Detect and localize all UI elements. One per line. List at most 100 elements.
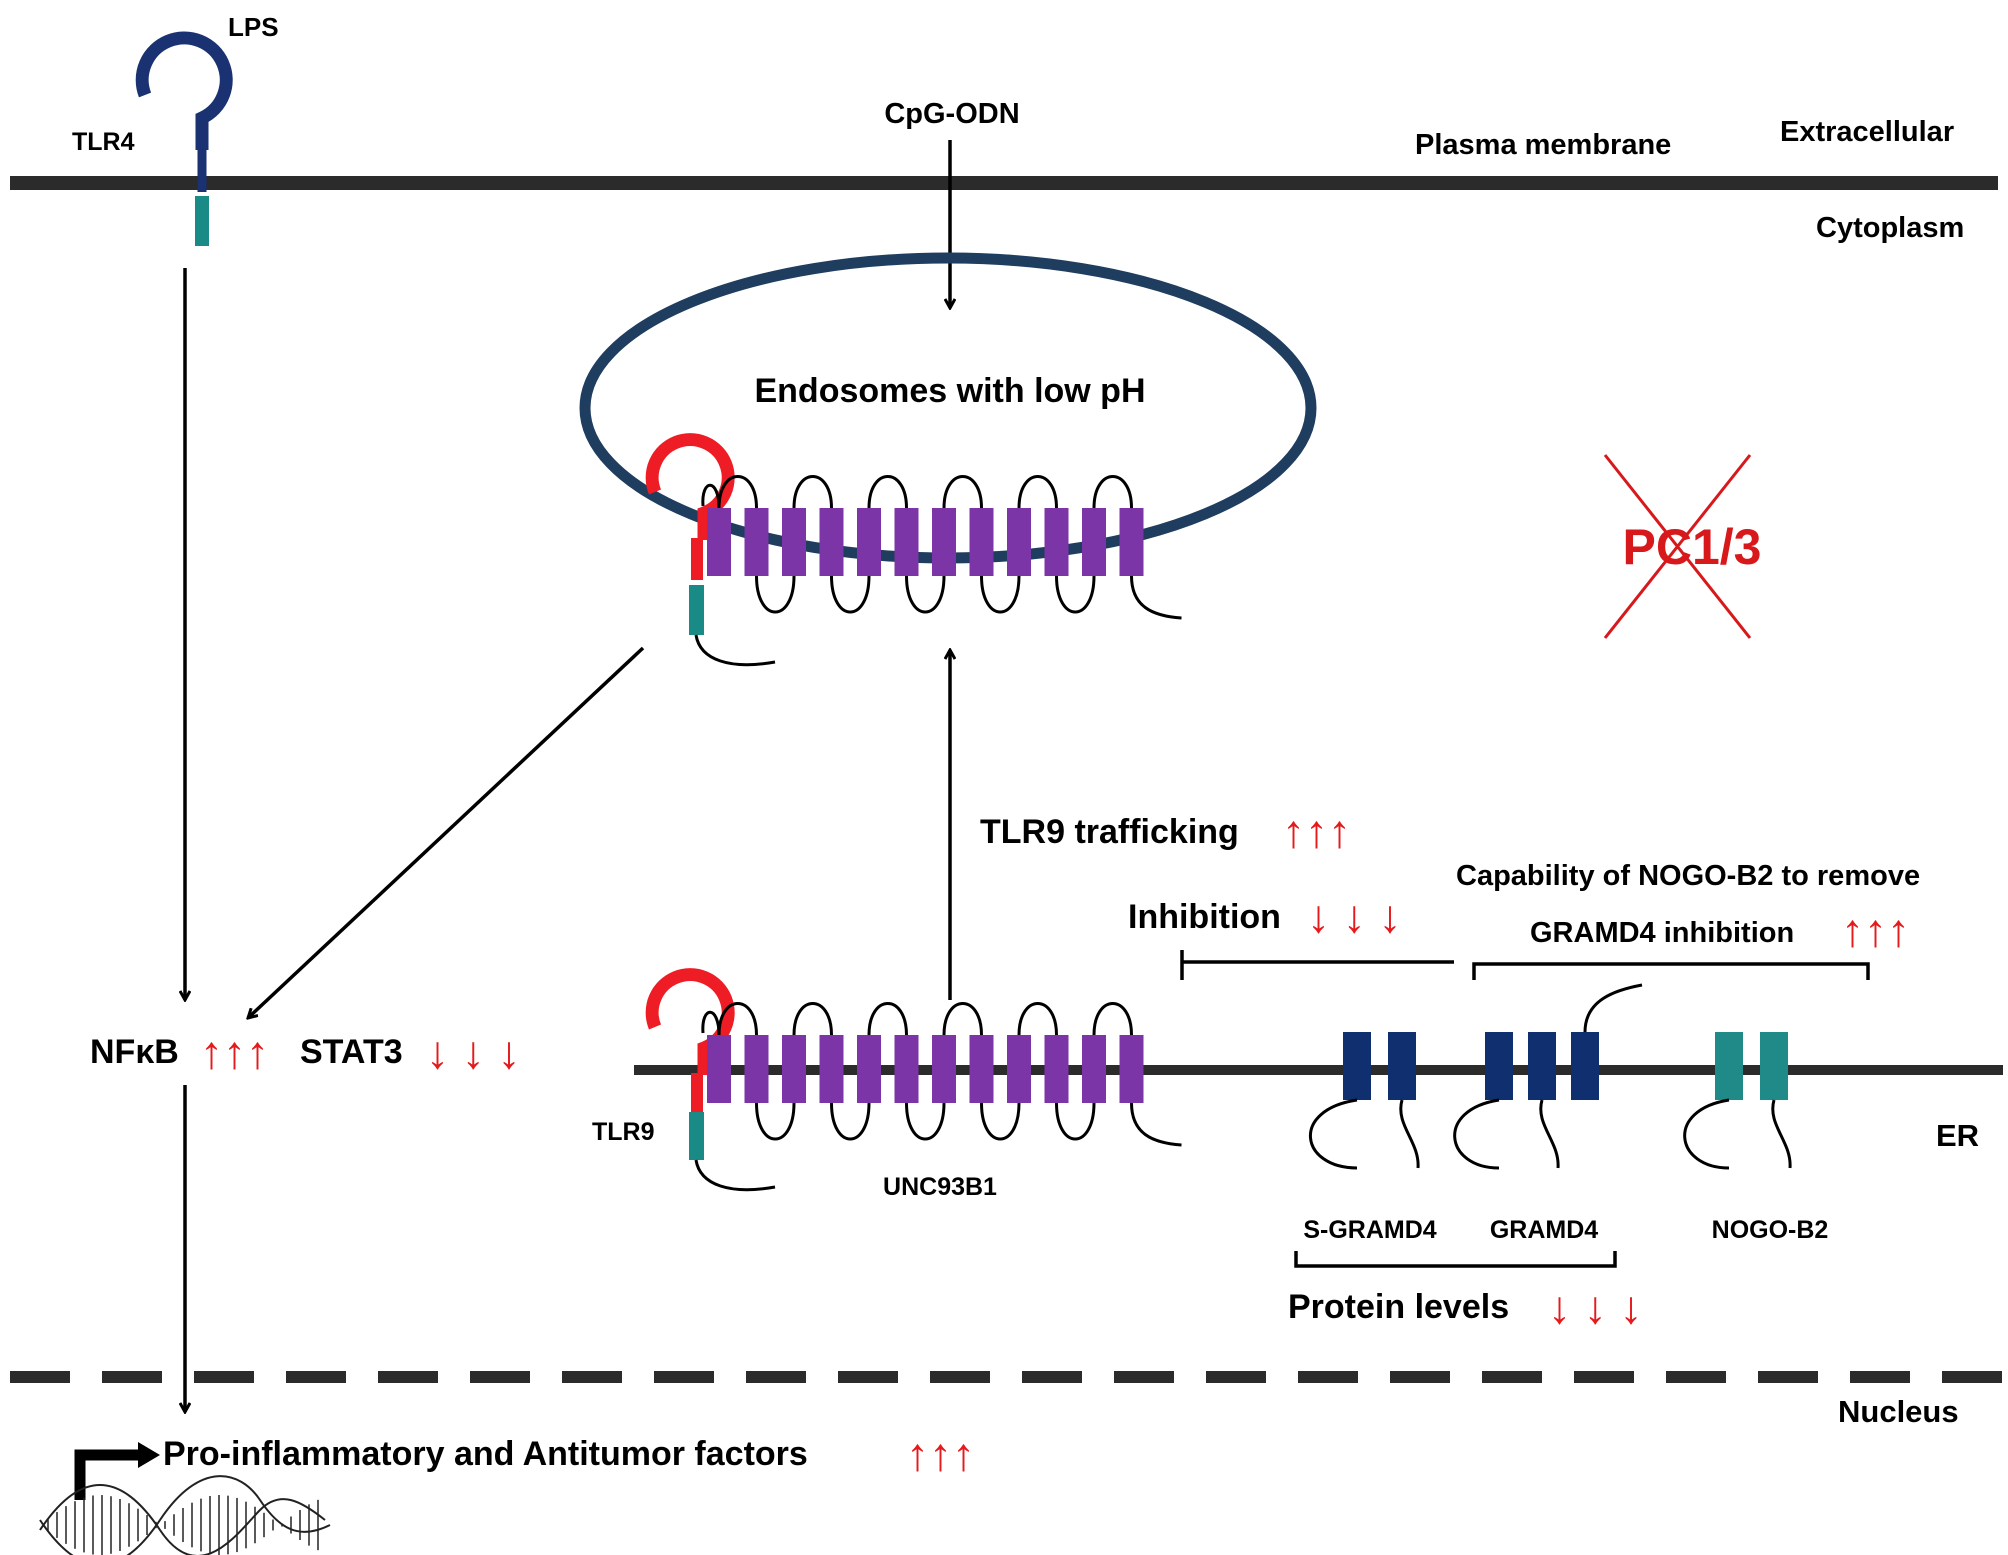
unc93b1-endosomal-tm-domain bbox=[894, 508, 919, 576]
unc93b1-endosomal-tm-domain bbox=[1119, 508, 1144, 576]
unc93b1-er-loop bbox=[1092, 1002, 1133, 1036]
unc93b1-endosomal-loop bbox=[1092, 475, 1133, 509]
s-gramd4-domain-2 bbox=[1388, 1032, 1416, 1100]
unc93b1-er-loop bbox=[792, 1002, 833, 1036]
unc93b1-er-tm-domain bbox=[782, 1035, 806, 1103]
unc93b1-endosomal-loop bbox=[830, 575, 871, 614]
unc93b1-er-loop bbox=[755, 1102, 796, 1141]
unc93b1-endosomal-tm-domain bbox=[1044, 508, 1069, 576]
unc93b1-er-loop bbox=[717, 1002, 758, 1036]
tlr9-er-tir bbox=[689, 1112, 704, 1160]
unc93b1-er-tm-domain bbox=[744, 1035, 769, 1103]
capability-line-2: GRAMD4 inhibition bbox=[1530, 917, 1794, 949]
gramd4-domain-3 bbox=[1571, 1032, 1599, 1100]
tlr9-er-tail bbox=[694, 1159, 776, 1192]
unc93b1-er-loop bbox=[1055, 1102, 1096, 1141]
tlr9-endosomal-tir bbox=[689, 585, 704, 635]
unc93b1-er-tm-domain bbox=[1007, 1035, 1031, 1103]
pc13-cross-line-2 bbox=[1603, 454, 1752, 639]
tlr9-er-hook bbox=[645, 968, 735, 1075]
endosome-label: Endosomes with low pH bbox=[754, 372, 1145, 410]
unc93b1-er-tm-domain bbox=[1082, 1035, 1106, 1103]
unc93b1-er-tm-domain bbox=[857, 1035, 881, 1103]
protein-levels-down-arrows: ↓ ↓ ↓ bbox=[1548, 1281, 1643, 1333]
nucleus-label: Nucleus bbox=[1838, 1394, 1959, 1429]
cytoplasm-label: Cytoplasm bbox=[1816, 212, 1964, 244]
unc93b1-endosomal-loop bbox=[942, 475, 983, 509]
capability-line-1: Capability of NOGO-B2 to remove bbox=[1456, 860, 1920, 892]
unc93b1-endosomal-loop bbox=[755, 575, 796, 614]
dna-helix bbox=[39, 1475, 331, 1555]
er-label: ER bbox=[1936, 1118, 1979, 1153]
protein-levels-bracket bbox=[1294, 1251, 1617, 1268]
cpg-odn-label: CpG-ODN bbox=[884, 98, 1019, 130]
unc93b1-er-loop bbox=[980, 1102, 1021, 1141]
tlr9-label: TLR9 bbox=[592, 1118, 655, 1146]
tlr4-receptor bbox=[135, 31, 233, 246]
unc93b1-endosomal-tm-domain bbox=[707, 508, 731, 576]
unc93b1-er-tm-domain bbox=[1119, 1035, 1144, 1103]
s-gramd4-label: S-GRAMD4 bbox=[1303, 1216, 1436, 1244]
transcription-start-arrow bbox=[74, 1449, 140, 1500]
nogo-b2-domain-2 bbox=[1760, 1032, 1788, 1100]
unc93b1-endosomal-tm-domain bbox=[857, 508, 881, 576]
nogo-b2-domain-1 bbox=[1715, 1032, 1743, 1100]
unc93b1-er-loop bbox=[830, 1102, 871, 1141]
tlr9-endosomal-hook bbox=[645, 433, 735, 540]
extracellular-label: Extracellular bbox=[1780, 116, 1954, 148]
factors-label: Pro-inflammatory and Antitumor factors bbox=[163, 1435, 808, 1473]
unc93b1-endosomal-tm-domain bbox=[969, 508, 994, 576]
dna-base-pairs bbox=[47, 1495, 319, 1555]
unc93b1-er-tm-domain bbox=[707, 1035, 731, 1103]
gramd4-label: GRAMD4 bbox=[1490, 1216, 1598, 1244]
unc93b1-endosomal-loop bbox=[717, 475, 758, 509]
s-gramd4-loop bbox=[1309, 1098, 1420, 1170]
dna-strand-2 bbox=[39, 1475, 331, 1555]
unc93b1-endosomal-loop bbox=[1055, 575, 1096, 614]
unc93b1-er-tm-domain bbox=[819, 1035, 844, 1103]
nogo-b2-protein bbox=[1683, 1032, 1792, 1170]
tlr4-hook bbox=[135, 31, 233, 150]
dna-strand-1 bbox=[39, 1484, 326, 1555]
unc93b1-er-tm-domain bbox=[932, 1035, 956, 1103]
unc93b1-endosomal-loop bbox=[980, 575, 1021, 614]
unc93b1-endosomal-tm-domain bbox=[819, 508, 844, 576]
stat3-label: STAT3 bbox=[300, 1033, 403, 1071]
nfkb-label: NFκB bbox=[90, 1033, 179, 1071]
unc93b1-endosomal-tm-domain bbox=[744, 508, 769, 576]
plasma-membrane-label: Plasma membrane bbox=[1415, 129, 1671, 161]
unc93b1-er bbox=[701, 1002, 1182, 1147]
tlr4-tir-domain bbox=[195, 196, 209, 246]
unc93b1-endosomal-loop bbox=[867, 475, 908, 509]
nogo-b2-loop bbox=[1683, 1098, 1792, 1170]
stat3-down-arrows: ↓ ↓ ↓ bbox=[426, 1026, 521, 1078]
tlr9-er bbox=[645, 968, 776, 1192]
tlr9-endosomal bbox=[645, 433, 776, 667]
tlr9-trafficking-up-arrows: ↑↑↑ bbox=[1282, 805, 1351, 857]
s-gramd4-domain-1 bbox=[1343, 1032, 1371, 1100]
factors-up-arrows: ↑↑↑ bbox=[906, 1428, 975, 1480]
nfkb-up-arrows: ↑↑↑ bbox=[200, 1026, 269, 1078]
unc93b1-endosomal-c-tail bbox=[1130, 575, 1182, 620]
inhibition-label: Inhibition bbox=[1128, 898, 1281, 936]
unc93b1-er-tm-domain bbox=[894, 1035, 919, 1103]
unc93b1-endosomal bbox=[701, 475, 1182, 620]
unc93b1-endosomal-tm-domain bbox=[1082, 508, 1106, 576]
capability-up-arrows: ↑↑↑ bbox=[1841, 904, 1910, 956]
gramd4-domain-2 bbox=[1528, 1032, 1556, 1100]
unc93b1-er-loop bbox=[867, 1002, 908, 1036]
tlr4-label: TLR4 bbox=[72, 128, 135, 156]
gramd4-protein bbox=[1453, 983, 1643, 1170]
gramd4-loop bbox=[1453, 983, 1643, 1170]
lps-label: LPS bbox=[228, 12, 279, 42]
unc93b1-endosomal-loop bbox=[1017, 475, 1058, 509]
unc93b1-er-loop bbox=[905, 1102, 946, 1141]
unc93b1-endosomal-tm-domain bbox=[1007, 508, 1031, 576]
protein-levels-label: Protein levels bbox=[1288, 1288, 1509, 1326]
tlr9-endosomal-tail bbox=[694, 634, 776, 667]
endosome-to-nfkb-arrow bbox=[248, 646, 645, 1018]
unc93b1-endosomal-loop bbox=[905, 575, 946, 614]
tlr9-trafficking-label: TLR9 trafficking bbox=[980, 813, 1239, 851]
unc93b1-er-loop bbox=[942, 1002, 983, 1036]
